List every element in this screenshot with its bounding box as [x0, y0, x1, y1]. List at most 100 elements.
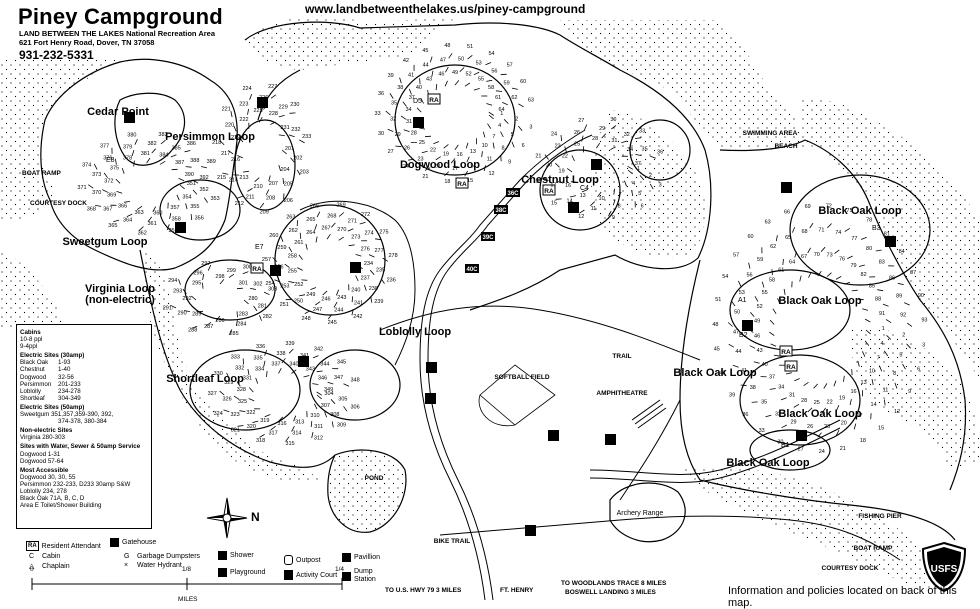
site-number-dogwood: 2: [515, 116, 518, 122]
site-number-shortleaf: 336: [256, 344, 265, 350]
site-spur: [809, 272, 812, 277]
amphitheatre: [632, 400, 666, 428]
label-boat-ramp-right: BOAT RAMP: [854, 545, 894, 552]
site-number-black_oak: 88: [875, 297, 881, 303]
legend-water-hydrant: × Water Hydrant: [124, 562, 182, 569]
site-number-chestnut: 7: [619, 192, 622, 198]
site-spur: [390, 93, 393, 98]
site-spur: [770, 389, 776, 390]
site-number-shortleaf: 346: [318, 375, 327, 381]
facility-icon: [350, 262, 361, 273]
water-hydrant-icon: ×: [124, 562, 134, 569]
site-number-shortleaf: 329: [224, 380, 233, 386]
site-spur: [266, 190, 269, 195]
site-spur: [279, 368, 282, 373]
label-dogwood-loop: Dogwood Loop: [400, 159, 480, 171]
site-number-dogwood: 8: [501, 146, 504, 152]
site-spur: [180, 185, 185, 189]
site-spur: [729, 344, 734, 347]
site-number-black_oak: 76: [839, 256, 845, 262]
site-spur: [781, 398, 787, 400]
site-number-sweetgum: 385: [172, 146, 181, 152]
site-spur: [371, 297, 372, 303]
site-number-chestnut: 28: [592, 136, 598, 142]
site-spur: [344, 384, 350, 387]
site-number-dogwood: 53: [476, 60, 482, 66]
site-number-loblolly: 236: [387, 277, 396, 283]
site-number-virginia: 290: [178, 311, 187, 317]
label-softball-field: SOFTBALL FIELD: [494, 374, 549, 381]
site-spur: [794, 404, 799, 407]
site-number-black_oak: 31: [789, 393, 795, 399]
website-url[interactable]: www.landbetweenthelakes.us/piney-campgro…: [305, 2, 585, 16]
site-spur: [584, 125, 586, 131]
site-number-sweetgum: 372: [104, 179, 113, 185]
legend-elec30-range: 234-278: [58, 388, 81, 395]
site-spur: [824, 383, 827, 388]
site-number-chestnut: 3: [659, 183, 662, 189]
site-spur: [289, 349, 293, 353]
site-number-persimmon: 231: [281, 125, 290, 131]
legend-access-row: Area E Toilet/Shower Building: [20, 502, 148, 509]
site-spur: [339, 237, 344, 240]
site-number-shortleaf: 331: [243, 375, 252, 381]
site-number-persimmon: 207: [269, 181, 278, 187]
site-number-sweetgum: 353: [211, 196, 220, 202]
site-number-dogwood: 13: [470, 149, 476, 155]
site-number-sweetgum: 388: [190, 158, 199, 164]
site-number-black_oak: 63: [765, 220, 771, 226]
site-number-sweetgum: 389: [207, 159, 216, 165]
site-number-shortleaf: 310: [310, 413, 319, 419]
site-spur: [193, 190, 197, 195]
site-spur: [388, 129, 394, 131]
site-number-black_oak: 81: [884, 231, 890, 237]
site-number-loblolly: 244: [334, 308, 343, 314]
site-number-black_oak: 25: [814, 400, 820, 406]
site-number-black_oak: 55: [762, 290, 768, 296]
site-number-dogwood: 9: [508, 159, 511, 165]
ra-d5: RA: [429, 97, 439, 104]
site-spur: [754, 362, 760, 364]
site-spur: [137, 206, 142, 209]
site-number-dogwood: 10: [482, 143, 488, 149]
site-number-sweetgum: 370: [92, 190, 101, 196]
site-spur: [762, 282, 764, 288]
site-number-dogwood: 42: [403, 58, 409, 64]
site-number-black_oak: 67: [801, 254, 807, 260]
site-spur: [299, 295, 305, 296]
site-spur: [289, 247, 292, 252]
label-black-oak-2: Black Oak Loop: [778, 295, 861, 307]
site-number-black_oak: 4: [880, 341, 883, 347]
site-spur: [177, 195, 179, 201]
site-spur: [248, 369, 249, 375]
site-spur: [237, 196, 243, 198]
site-number-sweetgum: 364: [123, 218, 132, 224]
site-spur: [771, 344, 777, 346]
scale-label-miles: MILES: [178, 596, 198, 603]
facility-icon: [591, 159, 602, 170]
site-number-shortleaf: 334: [255, 366, 264, 372]
site-number-dogwood: 11: [487, 157, 493, 163]
site-spur: [316, 237, 317, 243]
site-spur: [425, 136, 431, 137]
legend-pavilion: Pavillion: [342, 553, 380, 562]
site-number-sweetgum: 366: [118, 204, 127, 210]
site-number-virginia: 298: [215, 274, 224, 280]
site-number-shortleaf: 335: [254, 355, 263, 361]
site-spur: [250, 94, 252, 100]
site-spur: [356, 254, 362, 256]
site-spur: [501, 155, 502, 161]
site-number-chestnut: 24: [551, 131, 557, 137]
site-spur: [270, 122, 275, 125]
site-number-virginia: 287: [204, 324, 213, 330]
site-spur: [444, 144, 449, 148]
site-number-chestnut: 17: [550, 183, 556, 189]
site-number-dogwood: 40: [416, 85, 422, 91]
site-spur: [250, 288, 256, 289]
site-number-shortleaf: 318: [256, 438, 265, 444]
site-number-shortleaf: 316: [277, 421, 286, 427]
site-number-black_oak: 65: [785, 235, 791, 241]
site-spur: [328, 382, 334, 384]
legend-access-row: Loblolly 234, 278: [20, 488, 148, 495]
